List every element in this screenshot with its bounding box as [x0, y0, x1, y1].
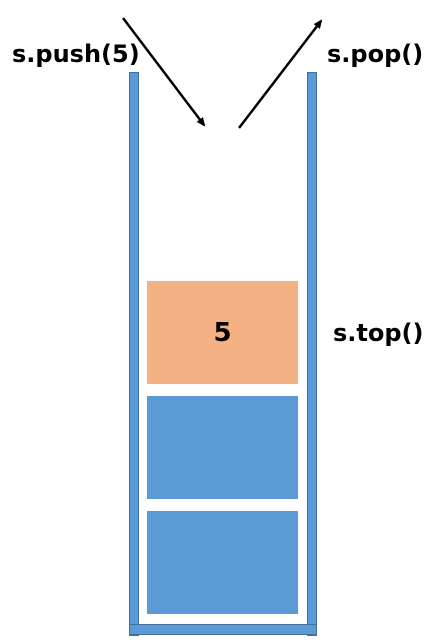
- stack-element-top: 5: [147, 281, 298, 384]
- stack-container-left-wall: [129, 72, 139, 636]
- stack-element: [147, 396, 298, 499]
- stack-element: [147, 511, 298, 614]
- push-arrow: [122, 17, 206, 127]
- pop-arrow: [238, 19, 323, 129]
- stack-container-right-wall: [307, 72, 317, 636]
- push-label: s.push(5): [12, 40, 140, 68]
- stack-container-bottom: [129, 624, 317, 635]
- top-label: s.top(): [333, 319, 424, 347]
- stack-element-value: 5: [213, 317, 232, 348]
- pop-label: s.pop(): [327, 40, 424, 68]
